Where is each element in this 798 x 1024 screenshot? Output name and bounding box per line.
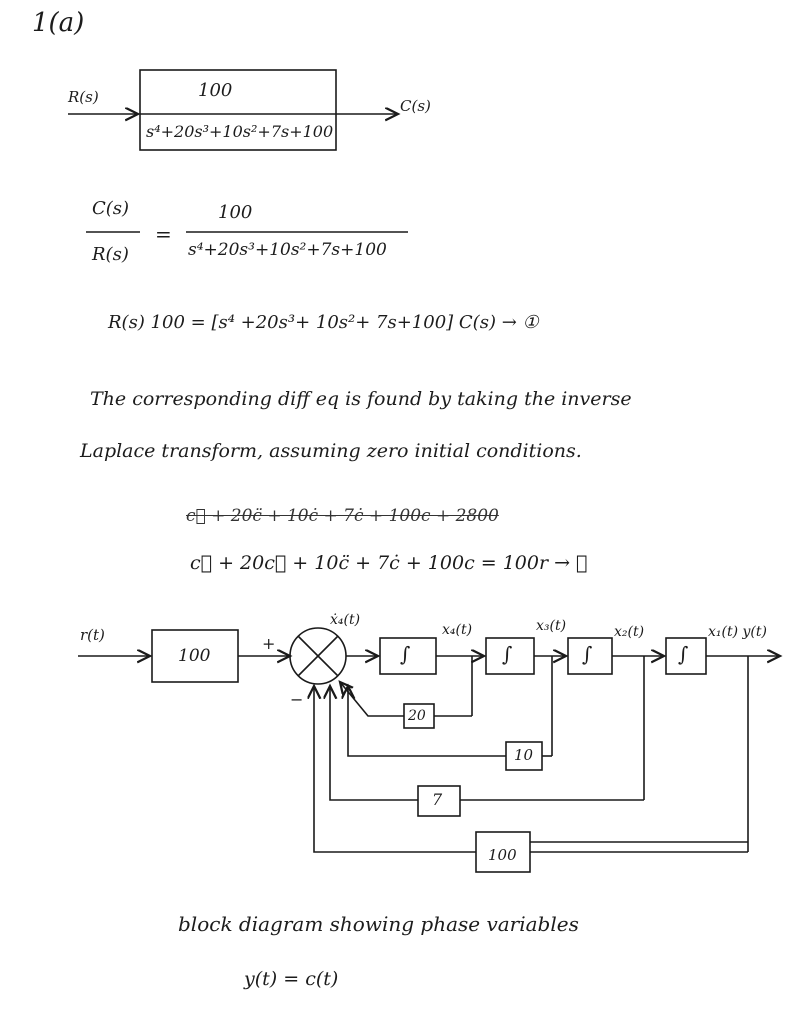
feedback-7-label: 7 <box>432 790 443 809</box>
struck-equation: c⃛ + 20c̈ + 10ċ + 7ċ + 100c + 2800 <box>186 506 499 526</box>
integrator-1-label: ∫ <box>400 642 411 666</box>
ratio-rhs-numerator: 100 <box>218 202 253 223</box>
feedback-7-box <box>417 785 461 817</box>
minus-sign: − <box>290 690 304 709</box>
note-line-1: The corresponding diff eq is found by ta… <box>90 388 632 410</box>
feedback-100-label: 100 <box>488 846 517 864</box>
integrator-2-label: ∫ <box>502 642 513 666</box>
ratio-lhs-numerator: C(s) <box>92 198 130 219</box>
x2-label: x₂(t) <box>614 624 645 640</box>
output-equation: y(t) = c(t) <box>244 968 339 990</box>
x4-dot-label: ẋ₄(t) <box>330 612 361 628</box>
ratio-equals: = <box>155 222 172 246</box>
integrator-3-label: ∫ <box>582 642 593 666</box>
gain-block-label: 100 <box>178 646 211 666</box>
ratio-rhs-denominator: s⁴+20s³+10s²+7s+100 <box>188 240 387 260</box>
tf-output-label: C(s) <box>400 97 431 115</box>
tf-box <box>139 69 337 151</box>
diagram-input-label: r(t) <box>80 626 105 644</box>
x4-label: x₄(t) <box>442 622 473 638</box>
plus-sign: + <box>262 634 276 653</box>
ratio-lhs-denominator: R(s) <box>92 244 129 265</box>
x3-label: x₃(t) <box>536 618 567 634</box>
feedback-10-label: 10 <box>514 746 534 764</box>
feedback-20-label: 20 <box>408 708 426 724</box>
diagram-caption: block diagram showing phase variables <box>178 912 579 936</box>
tf-denominator: s⁴+20s³+10s²+7s+100 <box>146 122 334 141</box>
equation-2: c⃜ + 20c⃛ + 10c̈ + 7ċ + 100c = 100r → ② <box>190 552 588 574</box>
equation-1: R(s) 100 = [s⁴ +20s³+ 10s²+ 7s+100] C(s)… <box>108 312 539 333</box>
integrator-4-label: ∫ <box>678 642 689 666</box>
note-line-2: Laplace transform, assuming zero initial… <box>80 440 582 462</box>
problem-label: 1(a) <box>32 8 85 38</box>
tf-input-label: R(s) <box>68 88 99 106</box>
x1-y-label: x₁(t) y(t) <box>708 624 767 640</box>
tf-numerator: 100 <box>198 80 233 101</box>
